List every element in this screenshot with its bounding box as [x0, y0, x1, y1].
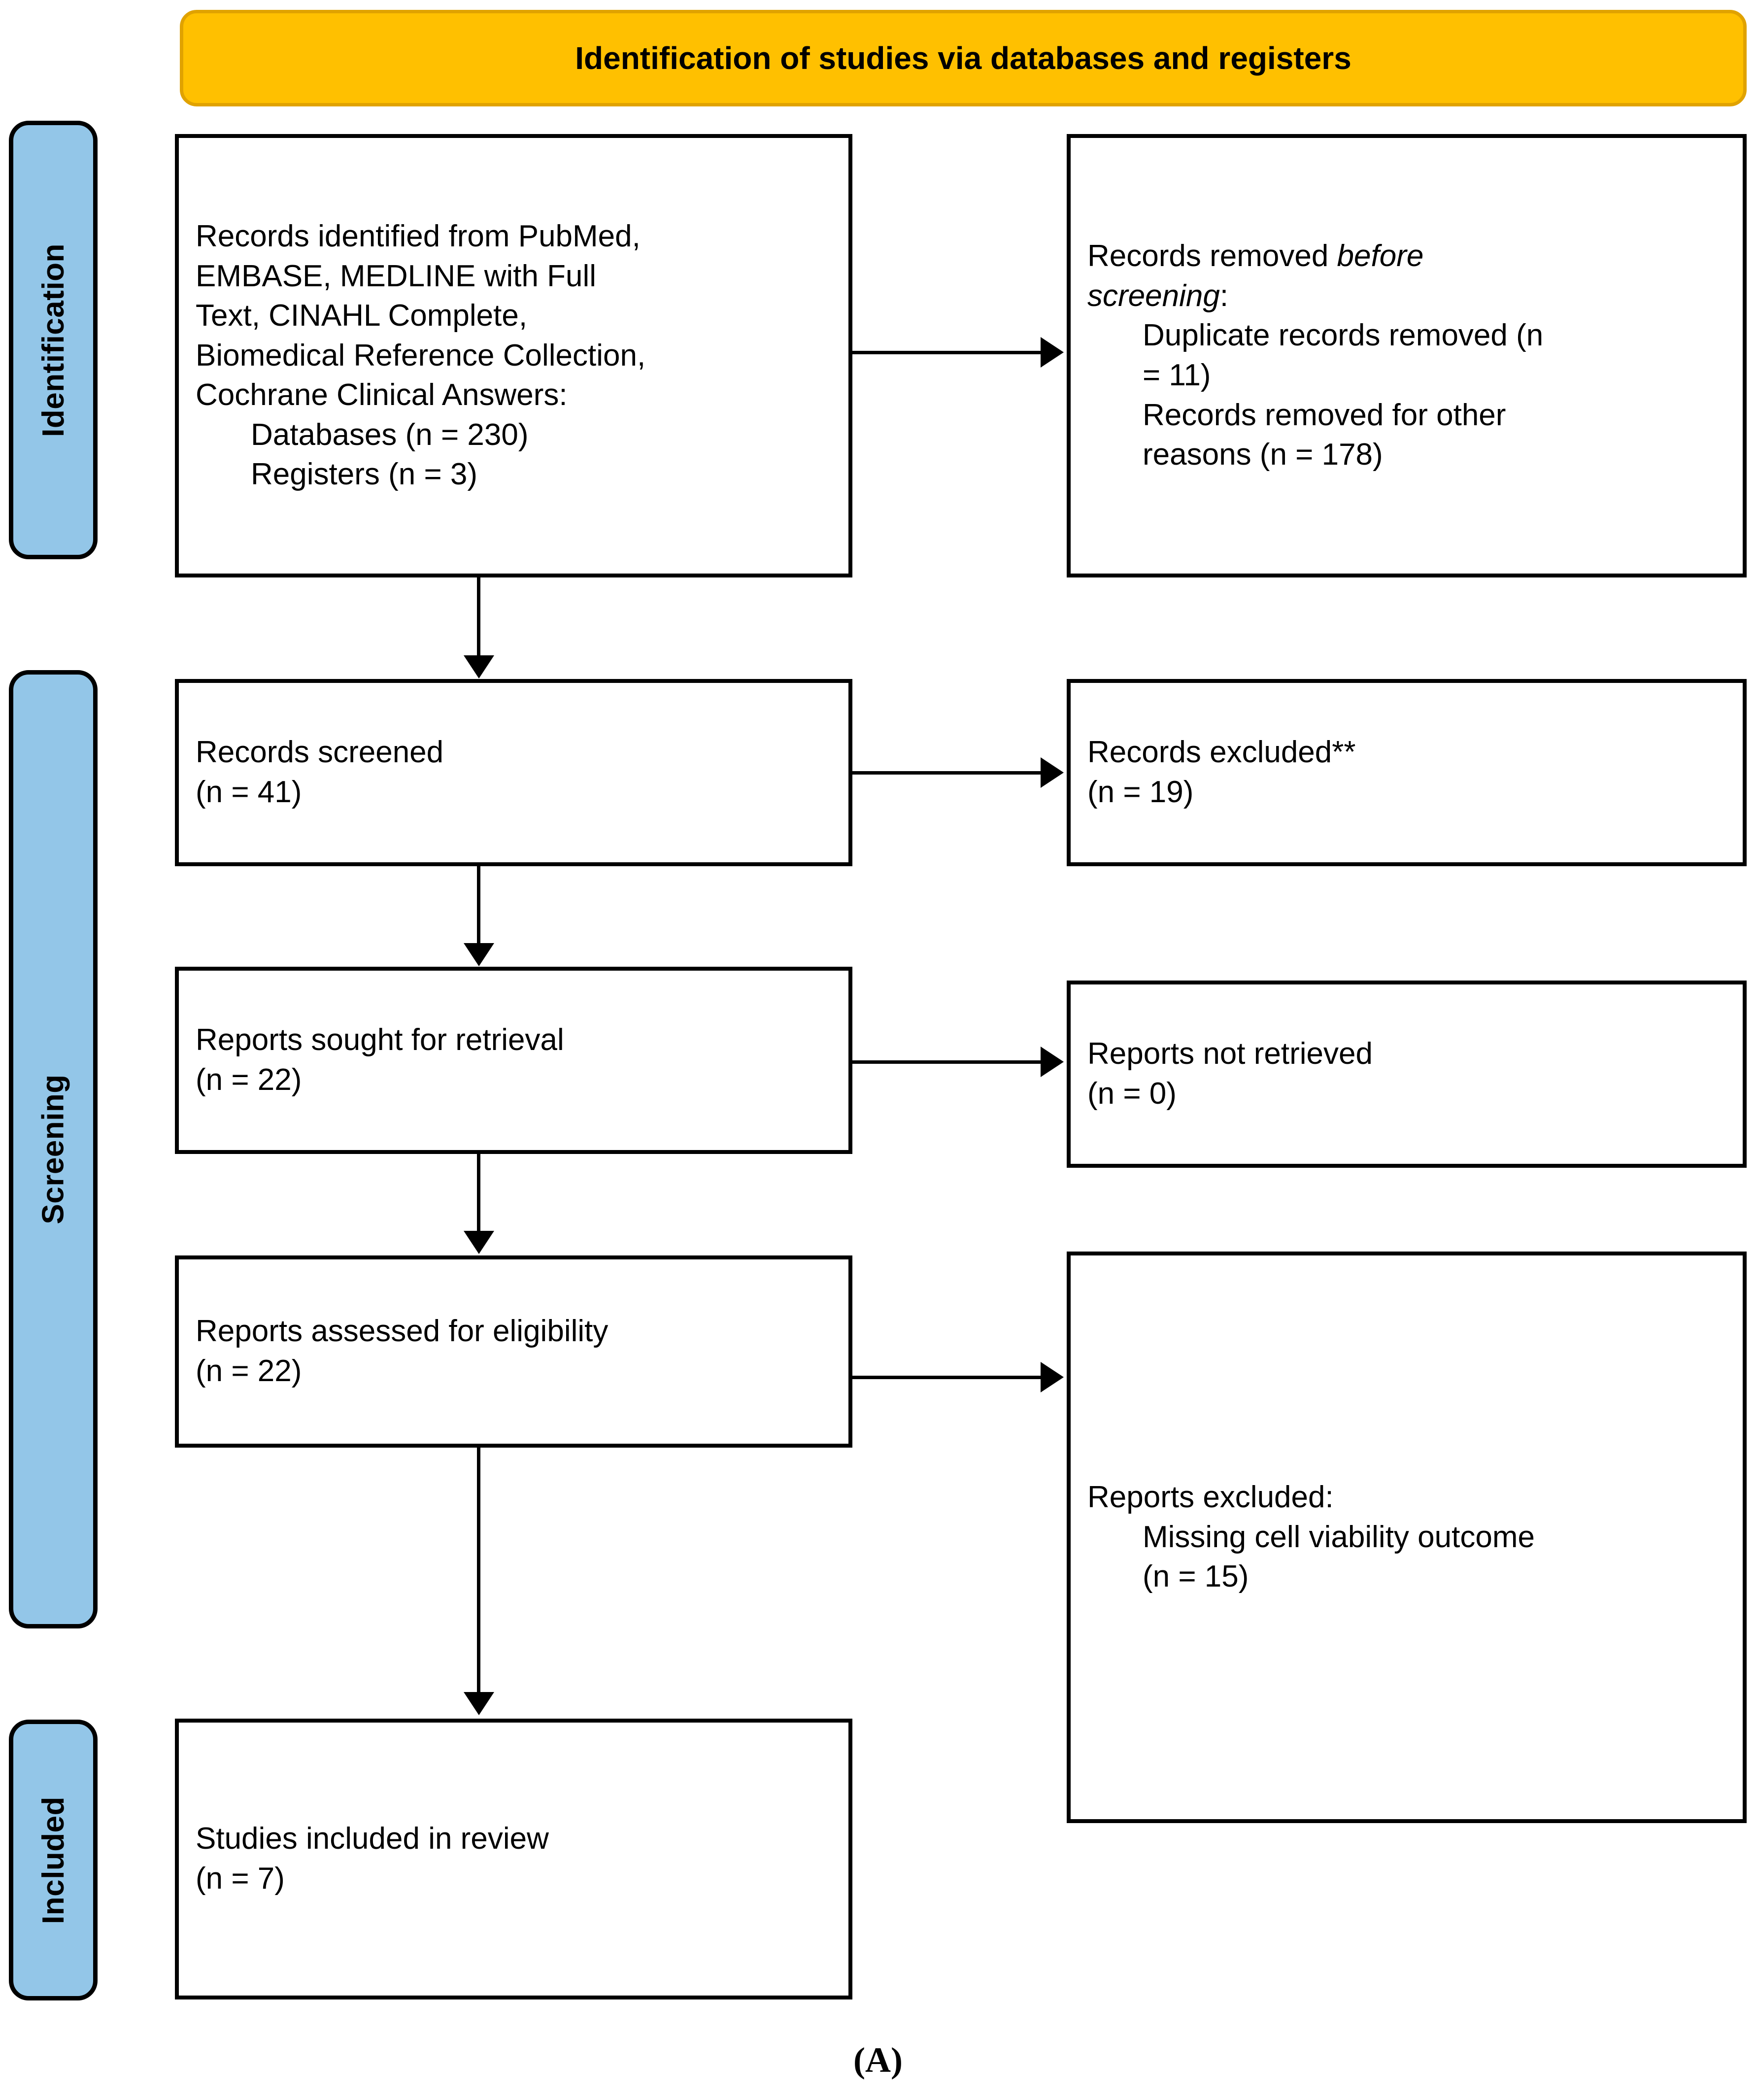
line-duplicates-removed: Duplicate records removed (n — [1143, 318, 1544, 353]
arrowhead-assessed-to-excluded-reports — [1041, 1362, 1064, 1392]
line-missing-outcome-count: (n = 15) — [1143, 1559, 1249, 1594]
connector-sought-to-not-retrieved — [852, 1060, 1045, 1064]
line-assessed-count: (n = 22) — [196, 1354, 302, 1388]
stage-band-screening: Screening — [9, 670, 98, 1628]
box-reports-excluded: Reports excluded: Missing cell viability… — [1067, 1252, 1747, 1823]
connector-identified-to-removed — [852, 351, 1045, 354]
line-databases-count: Databases (n = 230) — [251, 417, 529, 452]
stage-label-included: Included — [36, 1796, 70, 1924]
stage-band-included: Included — [9, 1720, 98, 2000]
line: Reports excluded: — [1087, 1480, 1334, 1515]
line-registers-count: Registers (n = 3) — [251, 457, 478, 492]
box-records-screened: Records screened (n = 41) — [175, 679, 852, 866]
line: Cochrane Clinical Answers: — [196, 378, 568, 412]
banner-identification-header: Identification of studies via databases … — [180, 10, 1747, 106]
box-reports-assessed: Reports assessed for eligibility (n = 22… — [175, 1255, 852, 1448]
connector-identified-to-screened — [477, 577, 480, 657]
line-not-retrieved-count: (n = 0) — [1087, 1077, 1177, 1111]
line: Biomedical Reference Collection, — [196, 338, 646, 373]
line-text: Records removed — [1087, 239, 1337, 273]
line: screening: — [1087, 276, 1726, 316]
line: Records screened — [196, 735, 444, 770]
box-records-identified: Records identified from PubMed, EMBASE, … — [175, 134, 852, 577]
line-sought-count: (n = 22) — [196, 1063, 302, 1097]
line-duplicates-count: = 11) — [1143, 358, 1211, 392]
banner-title: Identification of studies via databases … — [575, 40, 1351, 76]
line: Reports not retrieved — [1087, 1037, 1373, 1071]
stage-label-screening: Screening — [36, 1074, 70, 1224]
line: Reports sought for retrieval — [196, 1023, 564, 1057]
box-studies-included: Studies included in review (n = 7) — [175, 1719, 852, 1999]
line-missing-outcome: Missing cell viability outcome — [1143, 1520, 1535, 1554]
line: Records excluded** — [1087, 735, 1356, 770]
box-records-removed-before-screening: Records removed before screening: Duplic… — [1067, 134, 1747, 577]
connector-screened-to-sought — [477, 866, 480, 945]
line-text: : — [1219, 278, 1229, 313]
arrowhead-screened-to-excluded — [1041, 757, 1064, 788]
stage-label-identification: Identification — [36, 243, 70, 437]
line-excluded-count: (n = 19) — [1087, 775, 1194, 809]
line-other-reasons-count: reasons (n = 178) — [1143, 438, 1383, 472]
figure-caption: (A) — [853, 2040, 903, 2080]
box-records-excluded: Records excluded** (n = 19) — [1067, 679, 1747, 866]
connector-sought-to-assessed — [477, 1154, 480, 1233]
line: Records identified from PubMed, — [196, 219, 641, 253]
line: EMBASE, MEDLINE with Full — [196, 259, 597, 293]
connector-screened-to-excluded — [852, 771, 1045, 775]
line-emphasis: before — [1337, 239, 1424, 273]
arrowhead-assessed-to-included — [464, 1692, 494, 1715]
line-included-count: (n = 7) — [196, 1862, 285, 1896]
arrowhead-sought-to-assessed — [464, 1231, 494, 1254]
arrowhead-sought-to-not-retrieved — [1041, 1047, 1064, 1077]
arrowhead-identified-to-screened — [464, 655, 494, 678]
line-screened-count: (n = 41) — [196, 775, 302, 809]
connector-assessed-to-excluded-reports — [852, 1376, 1045, 1379]
arrowhead-identified-to-removed — [1041, 337, 1064, 368]
connector-assessed-to-included — [477, 1448, 480, 1694]
line-emphasis: screening — [1087, 278, 1220, 313]
line: Records removed before — [1087, 237, 1726, 276]
box-reports-not-retrieved: Reports not retrieved (n = 0) — [1067, 981, 1747, 1168]
stage-band-identification: Identification — [9, 121, 98, 559]
line: Text, CINAHL Complete, — [196, 299, 528, 333]
arrowhead-screened-to-sought — [464, 943, 494, 966]
line-other-reasons: Records removed for other — [1143, 398, 1506, 432]
line: Studies included in review — [196, 1822, 549, 1856]
box-reports-sought: Reports sought for retrieval (n = 22) — [175, 967, 852, 1154]
line: Reports assessed for eligibility — [196, 1314, 608, 1349]
